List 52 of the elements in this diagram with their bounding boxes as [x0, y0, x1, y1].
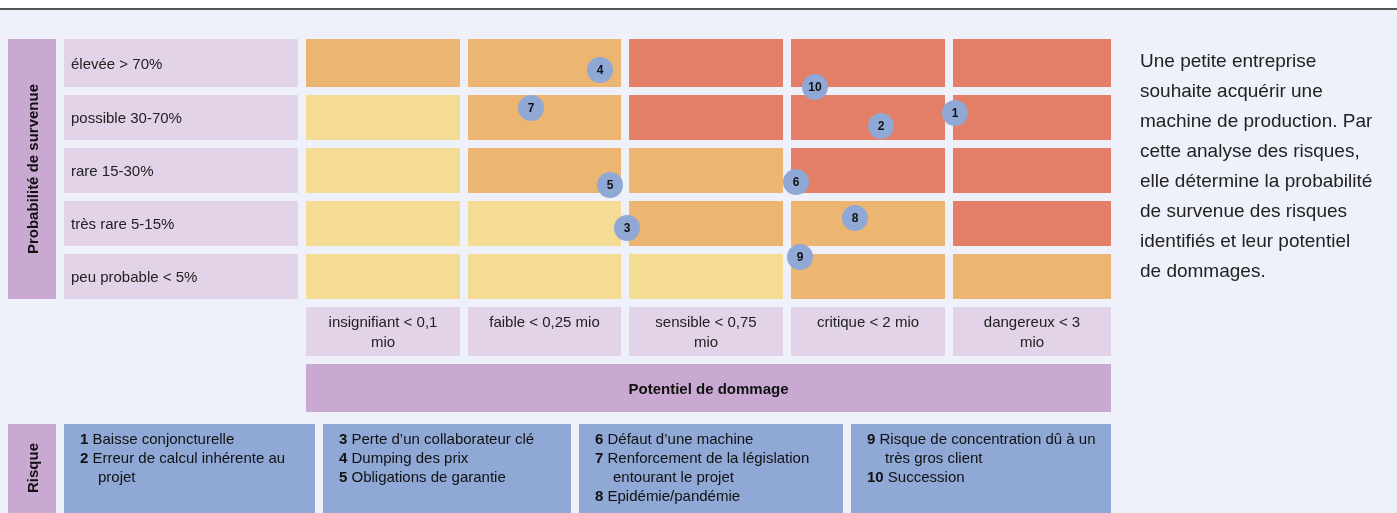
- risk-item: 6 Défaut d’une machine: [595, 429, 755, 448]
- risk-list-box: [851, 424, 1111, 513]
- column-label: insignifiant < 0,1 mio: [306, 307, 460, 356]
- column-label: faible < 0,25 mio: [468, 307, 621, 356]
- column-label: critique < 2 mio: [791, 307, 945, 356]
- matrix-cell: [629, 201, 783, 246]
- matrix-cell: [306, 201, 460, 246]
- matrix-cell: [953, 95, 1111, 140]
- matrix-cell: [629, 148, 783, 193]
- matrix-cell: [468, 95, 621, 140]
- matrix-cell: [468, 148, 621, 193]
- risk-item: 3 Perte d’un collaborateur clé: [339, 429, 536, 448]
- matrix-cell: [953, 201, 1111, 246]
- row-label: possible 30-70%: [64, 95, 298, 140]
- risk-item: 9 Risque de concentration dû à un très gros client: [867, 429, 1097, 467]
- axis-label-band: Probabilité de survenue: [8, 39, 56, 299]
- risk-list-box: [64, 424, 315, 513]
- section-label-band: Risque: [8, 424, 56, 513]
- matrix-cell: [468, 201, 621, 246]
- matrix-cell: [791, 148, 945, 193]
- matrix-cell: [306, 148, 460, 193]
- description-paragraph: Une petite entreprise souhaite acquérir une machine de production. Par cette analyse des risques, elle détermine la probabilité de survenue des risques identifiés et leur potentiel de dommages.: [1140, 49, 1374, 283]
- risk-item: 8 Epidémie/pandémie: [595, 486, 742, 505]
- axis-label-band: Potentiel de dommage: [306, 364, 1111, 412]
- matrix-cell: [306, 254, 460, 299]
- matrix-cell: [953, 148, 1111, 193]
- risk-item: 2 Erreur de calcul inhérente au projet: [80, 448, 287, 486]
- matrix-cell: [629, 39, 783, 87]
- matrix-cell: [468, 39, 621, 87]
- matrix-cell: [791, 95, 945, 140]
- risk-item: 7 Renforcement de la législation entourant le projet: [595, 448, 811, 486]
- matrix-cell: [306, 95, 460, 140]
- matrix-cell: [629, 254, 783, 299]
- risk-item: 10 Succession: [867, 467, 966, 486]
- risk-list-box: [579, 424, 843, 513]
- matrix-cell: [629, 95, 783, 140]
- row-label: rare 15-30%: [64, 148, 298, 193]
- matrix-cell: [953, 254, 1111, 299]
- matrix-cell: [468, 254, 621, 299]
- matrix-cell: [306, 39, 460, 87]
- matrix-cell: [953, 39, 1111, 87]
- row-label: très rare 5-15%: [64, 201, 298, 246]
- row-label: élevée > 70%: [64, 39, 298, 87]
- row-label: peu probable < 5%: [64, 254, 298, 299]
- matrix-cell: [791, 201, 945, 246]
- column-label: dangereux < 3 mio: [953, 307, 1111, 356]
- column-label: sensible < 0,75 mio: [629, 307, 783, 356]
- risk-list-box: [323, 424, 571, 513]
- matrix-cell: [791, 254, 945, 299]
- risk-item: 4 Dumping des prix: [339, 448, 470, 467]
- risk-item: 1 Baisse conjoncturelle: [80, 429, 236, 448]
- risk-item: 5 Obligations de garantie: [339, 467, 507, 486]
